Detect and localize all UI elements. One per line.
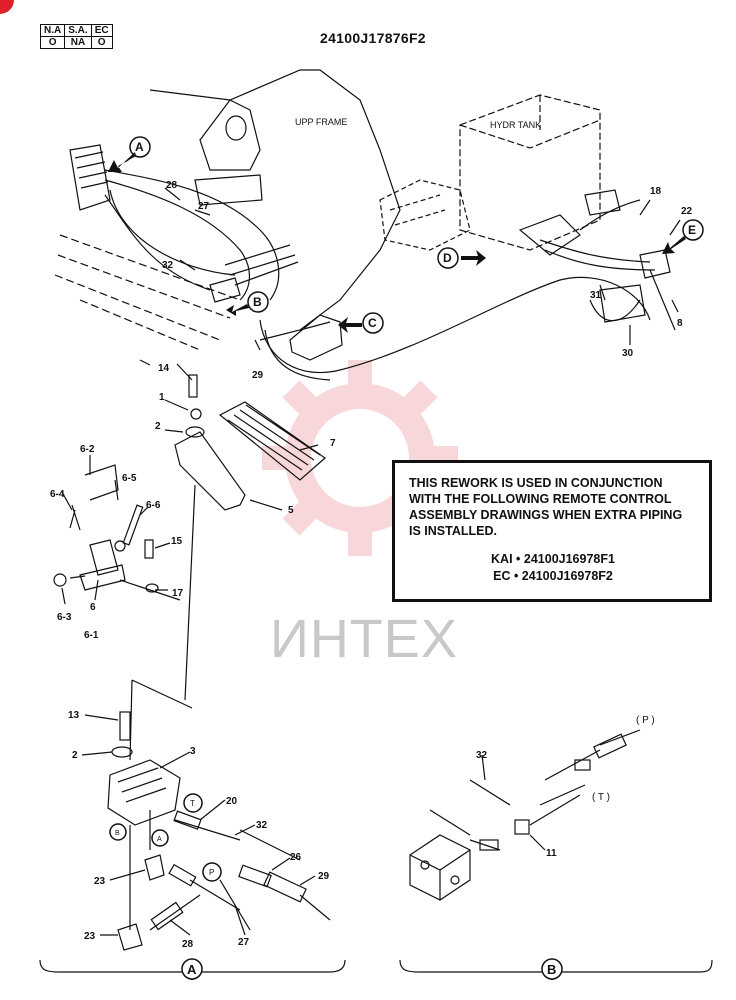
port-letter-t: T [190, 799, 195, 808]
applicability-table: N.A S.A. EC O NA O [39, 24, 113, 49]
view-letter-a: A [135, 140, 144, 154]
callout: 15 [171, 536, 183, 547]
callout: 8 [677, 318, 683, 329]
note-ref-ec: EC • 24100J16978F2 [493, 569, 613, 583]
view-marker-e [682, 219, 704, 241]
callout: 32 [162, 260, 174, 271]
applic-val-na: O [39, 36, 66, 49]
view-marker-c [362, 312, 384, 334]
callout: 13 [68, 710, 80, 721]
callout: 6-6 [146, 500, 161, 511]
view-letter-d: D [443, 251, 452, 265]
diagram-text: UPP FRAME HYDR TANK A B C D E T A B P ( … [50, 117, 696, 977]
label-hydr-tank: HYDR TANK [490, 120, 541, 130]
callout: 32 [256, 820, 268, 831]
elbow-23a [144, 854, 165, 881]
view-markers [109, 136, 704, 980]
callout: 1 [159, 392, 165, 403]
callout: 26 [290, 852, 302, 863]
watermark-text: ИНТЕХ [270, 609, 458, 669]
valve-b [209, 244, 299, 303]
callout: 6-3 [57, 612, 72, 623]
callout: 5 [288, 505, 294, 516]
view-letter-b: B [253, 295, 262, 309]
port-marker-p [202, 862, 222, 882]
engine-sketch [379, 179, 471, 251]
callout: 29 [252, 370, 264, 381]
arrow-c-icon [338, 317, 362, 333]
callout: 28 [182, 939, 194, 950]
port-marker-t [183, 793, 203, 813]
rework-note: THIS REWORK IS USED IN CONJUNCTION WITH … [392, 460, 712, 602]
port-letter-p: P [209, 868, 214, 877]
elbow-23b [117, 923, 143, 951]
manifold-block [409, 834, 471, 901]
callout: 27 [238, 937, 250, 948]
arrow-b-icon [226, 304, 249, 316]
callout: 3 [190, 746, 196, 757]
callout: 30 [622, 348, 634, 359]
callout: 6-4 [50, 489, 65, 500]
port-letter-b: B [115, 830, 120, 837]
label-upp-frame: UPP FRAME [295, 117, 347, 127]
callout: 22 [681, 206, 693, 217]
callout: 6-2 [80, 444, 95, 455]
callout: 32 [476, 750, 488, 761]
note-ref-kai: KAI • 24100J16978F1 [491, 552, 615, 566]
callout: 31 [590, 290, 602, 301]
bracket-6 [79, 539, 126, 591]
callout: 29 [318, 871, 330, 882]
drawing-number: 24100J17876F2 [320, 30, 426, 46]
right-valve-assembly [518, 189, 671, 323]
valve-c [289, 314, 343, 361]
callout: 6-1 [84, 630, 99, 641]
callout: 23 [94, 876, 106, 887]
view-arrows [108, 152, 686, 333]
callout: 28 [166, 180, 178, 191]
arrow-a-icon [108, 152, 136, 172]
callout: 2 [72, 750, 78, 761]
callout: 27 [198, 201, 210, 212]
view-label-a-circle [181, 958, 203, 980]
callout: 7 [330, 438, 336, 449]
view-label-b-circle [541, 958, 563, 980]
note-body: THIS REWORK IS USED IN CONJUNCTION WITH … [409, 476, 683, 538]
view-marker-d [437, 247, 459, 269]
arrow-d-icon [461, 250, 486, 266]
callout: 17 [172, 588, 184, 599]
upper-frame [149, 69, 401, 341]
port-t-paren: ( T ) [592, 792, 610, 803]
pedal-bracket-5 [174, 431, 246, 511]
applic-col-sa: S.A. [64, 24, 92, 37]
port-marker-b [109, 823, 127, 841]
callout: 6 [90, 602, 96, 613]
valve-a-body [107, 759, 181, 826]
view-letter-e: E [688, 223, 696, 237]
callout: 14 [158, 363, 170, 374]
callout: 20 [226, 796, 238, 807]
callout: 18 [650, 186, 662, 197]
hydraulic-tank [459, 94, 601, 251]
pedal [218, 401, 326, 481]
arrow-e-icon [662, 236, 686, 254]
callout: 6-5 [122, 473, 137, 484]
section-b-letter: B [547, 962, 556, 977]
callout: 23 [84, 931, 96, 942]
section-a-letter: A [187, 962, 197, 977]
callout: 11 [546, 848, 557, 859]
applic-val-ec: O [90, 36, 113, 49]
port-p-paren: ( P ) [636, 715, 655, 726]
pilot-valve-block [69, 144, 111, 211]
port-letter-a: A [157, 836, 162, 843]
view-letter-c: C [368, 316, 377, 330]
callout: 2 [155, 421, 161, 432]
view-marker-b [247, 291, 269, 313]
applic-val-sa: NA [64, 36, 92, 49]
port-marker-a [151, 829, 169, 847]
